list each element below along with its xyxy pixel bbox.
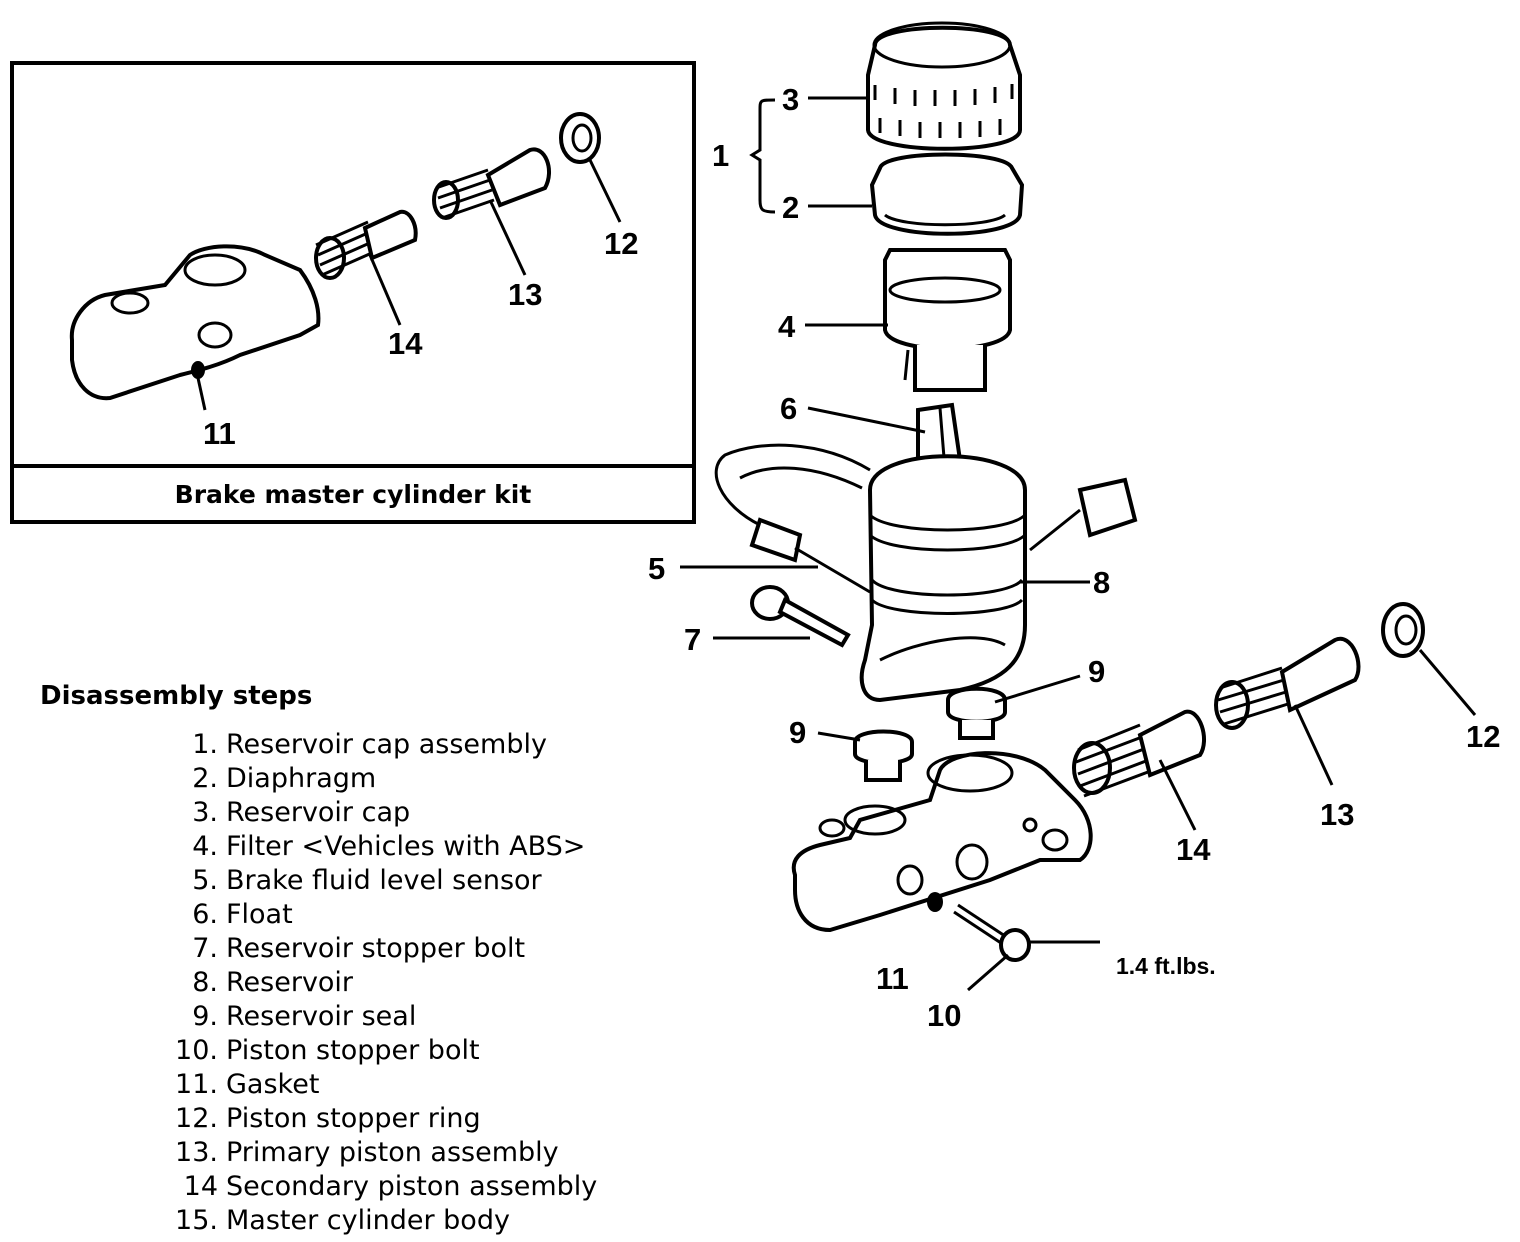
- step-item: 10. Piston stopper bolt: [150, 1034, 597, 1068]
- piston-stopper-ring: [1381, 602, 1425, 658]
- steps-title: Disassembly steps: [40, 681, 313, 711]
- step-item: 11. Gasket: [150, 1068, 597, 1102]
- callout-9-right: 9: [1088, 654, 1106, 689]
- step-number: 13.: [175, 1137, 218, 1168]
- step-label: Diaphragm: [226, 763, 377, 794]
- callout-12: 12: [1466, 719, 1501, 754]
- step-number: 6.: [192, 899, 218, 930]
- kit-callout-13: 13: [508, 277, 543, 312]
- step-number: 7.: [192, 933, 218, 964]
- step-item: 14 Secondary piston assembly: [150, 1170, 598, 1204]
- kit-gasket: [191, 361, 205, 379]
- callout-4: 4: [778, 309, 796, 344]
- step-item: 1. Reservoir cap assembly: [150, 728, 597, 762]
- fluid-level-sensor: [714, 443, 1138, 594]
- callout-1: 1: [712, 138, 730, 173]
- step-item: 2. Diaphragm: [150, 762, 597, 796]
- reservoir-seal-right: [946, 686, 1007, 740]
- callout-2: 2: [782, 190, 800, 225]
- step-label: Reservoir cap: [226, 797, 411, 828]
- step-item: 15. Master cylinder body: [150, 1204, 597, 1238]
- step-label: Reservoir cap assembly: [226, 729, 547, 760]
- primary-piston: [1214, 636, 1361, 730]
- step-number: 9.: [192, 1001, 218, 1032]
- master-cylinder-body: [791, 751, 1093, 933]
- step-label: Float: [226, 899, 293, 930]
- kit-stopper-ring: [559, 112, 601, 164]
- step-label: Brake fluid level sensor: [226, 865, 542, 896]
- step-item: 7. Reservoir stopper bolt: [150, 932, 597, 966]
- step-number: 15.: [175, 1205, 218, 1236]
- reservoir: [859, 454, 1027, 703]
- step-number: 5.: [192, 865, 218, 896]
- kit-secondary-piston: [314, 209, 418, 280]
- step-label: Filter <Vehicles with ABS>: [226, 831, 586, 862]
- main-leaders: [680, 96, 1477, 992]
- step-number: 3.: [192, 797, 218, 828]
- step-number: 2.: [192, 763, 218, 794]
- kit-callout-14: 14: [388, 326, 423, 361]
- kit-callout-11: 11: [203, 416, 236, 451]
- callout-13: 13: [1320, 797, 1355, 832]
- filter: [883, 248, 1012, 392]
- step-item: 8. Reservoir: [150, 966, 597, 1000]
- kit-callout-12: 12: [604, 226, 639, 261]
- steps-list: 1. Reservoir cap assembly 2. Diaphragm 3. Res…: [150, 728, 597, 1238]
- callout-6: 6: [780, 391, 798, 426]
- callout-9-left: 9: [789, 715, 807, 750]
- step-item: 3. Reservoir cap: [150, 796, 597, 830]
- step-label: Primary piston assembly: [226, 1137, 559, 1168]
- callout-3: 3: [782, 82, 800, 117]
- kit-box: [10, 61, 696, 524]
- kit-leaders: [196, 159, 622, 411]
- callout-7: 7: [684, 622, 702, 657]
- step-label: Reservoir stopper bolt: [226, 933, 526, 964]
- step-label: Reservoir seal: [226, 1001, 417, 1032]
- secondary-piston: [1072, 709, 1206, 798]
- callout-10: 10: [927, 998, 962, 1033]
- step-item: 13. Primary piston assembly: [150, 1136, 597, 1170]
- step-item: 4. Filter <Vehicles with ABS>: [150, 830, 597, 864]
- step-number: 14: [183, 1171, 218, 1202]
- callout-8: 8: [1093, 565, 1111, 600]
- reservoir-cap: [866, 21, 1022, 151]
- callout-5: 5: [648, 551, 666, 586]
- gasket-and-stopper-bolt: [927, 892, 1031, 962]
- step-number: 12.: [175, 1103, 218, 1134]
- step-label: Piston stopper bolt: [226, 1035, 480, 1066]
- step-item: 5. Brake fluid level sensor: [150, 864, 597, 898]
- diaphragm: [869, 152, 1025, 236]
- callout-11: 11: [876, 961, 909, 996]
- kit-caption: Brake master cylinder kit: [174, 479, 532, 509]
- step-number: 11.: [175, 1069, 218, 1100]
- torque-spec: 1.4 ft.lbs.: [1116, 953, 1216, 979]
- step-number: 8.: [192, 967, 218, 998]
- step-item: 12. Piston stopper ring: [150, 1102, 597, 1136]
- step-label: Secondary piston assembly: [226, 1171, 598, 1202]
- step-label: Reservoir: [226, 967, 354, 998]
- step-item: 9. Reservoir seal: [150, 1000, 597, 1034]
- callout-14: 14: [1176, 832, 1211, 867]
- reservoir-seal-left: [853, 729, 914, 782]
- step-label: Master cylinder body: [226, 1205, 510, 1236]
- kit-primary-piston: [432, 147, 551, 220]
- kit-cylinder-body: [69, 244, 321, 401]
- step-label: Piston stopper ring: [226, 1103, 481, 1134]
- step-number: 4.: [192, 831, 218, 862]
- step-number: 1.: [192, 729, 218, 760]
- step-label: Gasket: [226, 1069, 320, 1100]
- reservoir-stopper-bolt: [750, 585, 851, 648]
- step-item: 6. Float: [150, 898, 597, 932]
- step-number: 10.: [175, 1035, 218, 1066]
